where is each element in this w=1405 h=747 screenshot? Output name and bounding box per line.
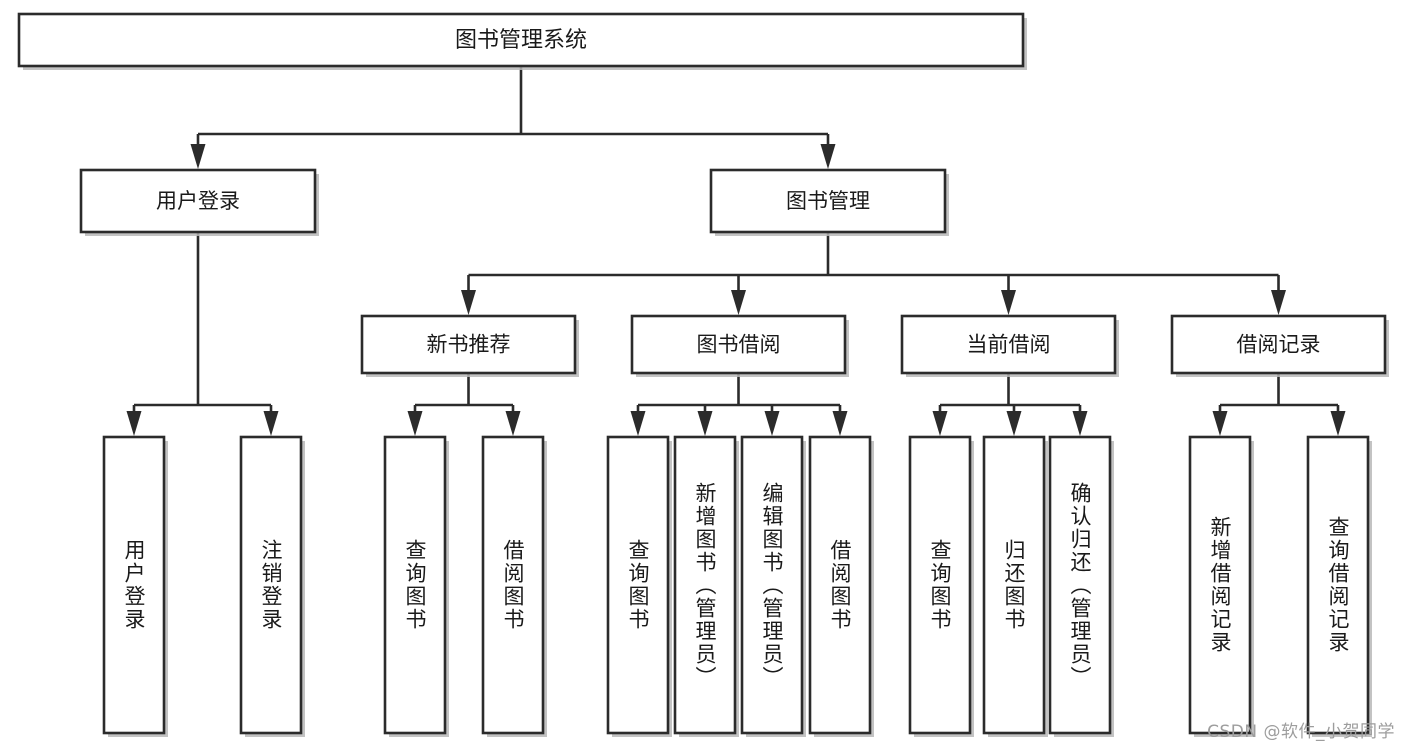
node-level3-2[interactable]: 图书借阅 xyxy=(630,314,849,377)
node-leaf-12[interactable] xyxy=(1188,435,1254,737)
node-box[interactable] xyxy=(808,435,872,735)
node-leaf-6[interactable] xyxy=(673,435,739,737)
node-level2-2[interactable]: 图书管理 xyxy=(709,168,949,236)
node-box[interactable] xyxy=(982,435,1046,735)
node-box[interactable] xyxy=(1048,435,1112,735)
node-box[interactable] xyxy=(740,435,804,735)
node-box[interactable] xyxy=(360,314,577,375)
node-box[interactable] xyxy=(606,435,670,735)
arrow-head-icon xyxy=(630,411,646,436)
node-level3-1[interactable]: 新书推荐 xyxy=(360,314,579,377)
node-box[interactable] xyxy=(1170,314,1387,375)
node-leaf-1[interactable] xyxy=(102,435,168,737)
node-box[interactable] xyxy=(709,168,947,234)
arrow-head-icon xyxy=(505,411,521,436)
node-label: 借阅记录 xyxy=(1237,333,1321,357)
arrow-head-icon xyxy=(407,411,423,436)
node-box[interactable] xyxy=(79,168,317,234)
arrow-head-icon xyxy=(1330,411,1346,436)
arrow-head-icon xyxy=(126,411,142,436)
arrow-head-icon xyxy=(1001,290,1016,315)
arrow-head-icon xyxy=(1212,411,1228,436)
arrow-head-icon xyxy=(1006,411,1022,436)
node-leaf-3[interactable] xyxy=(383,435,449,737)
arrow-head-icon xyxy=(190,144,206,169)
node-box[interactable] xyxy=(673,435,737,735)
node-box[interactable] xyxy=(630,314,847,375)
arrow-head-icon xyxy=(832,411,848,436)
node-box[interactable] xyxy=(900,314,1117,375)
node-label: 图书借阅 xyxy=(697,333,781,357)
node-level2-1[interactable]: 用户登录 xyxy=(79,168,319,236)
arrow-head-icon xyxy=(1072,411,1088,436)
node-leaf-8[interactable] xyxy=(808,435,874,737)
node-box[interactable] xyxy=(17,12,1025,68)
arrow-head-icon xyxy=(1271,290,1286,315)
arrow-head-icon xyxy=(461,290,476,315)
node-level3-4[interactable]: 借阅记录 xyxy=(1170,314,1389,377)
node-root-system[interactable]: 图书管理系统 xyxy=(17,12,1027,70)
node-label: 图书管理系统 xyxy=(455,28,587,53)
node-leaf-2[interactable] xyxy=(239,435,305,737)
connector-layer xyxy=(126,66,1346,436)
arrow-head-icon xyxy=(932,411,948,436)
node-box[interactable] xyxy=(1306,435,1370,735)
arrow-head-icon xyxy=(731,290,746,315)
node-leaf-13[interactable] xyxy=(1306,435,1372,737)
node-leaf-10[interactable] xyxy=(982,435,1048,737)
node-box[interactable] xyxy=(239,435,303,735)
arrow-head-icon xyxy=(820,144,836,169)
node-box[interactable] xyxy=(102,435,166,735)
node-label: 当前借阅 xyxy=(967,333,1051,357)
arrow-head-icon xyxy=(764,411,780,436)
node-leaf-11[interactable] xyxy=(1048,435,1114,737)
node-label: 用户登录 xyxy=(156,189,240,213)
node-box[interactable] xyxy=(908,435,972,735)
arrow-head-icon xyxy=(263,411,279,436)
node-leaf-7[interactable] xyxy=(740,435,806,737)
node-leaf-9[interactable] xyxy=(908,435,974,737)
node-leaf-4[interactable] xyxy=(481,435,547,737)
node-label: 新书推荐 xyxy=(427,333,511,357)
node-box[interactable] xyxy=(481,435,545,735)
node-box[interactable] xyxy=(383,435,447,735)
arrow-head-icon xyxy=(697,411,713,436)
node-level3-3[interactable]: 当前借阅 xyxy=(900,314,1119,377)
node-box[interactable] xyxy=(1188,435,1252,735)
node-leaf-5[interactable] xyxy=(606,435,672,737)
node-label: 图书管理 xyxy=(786,189,870,213)
